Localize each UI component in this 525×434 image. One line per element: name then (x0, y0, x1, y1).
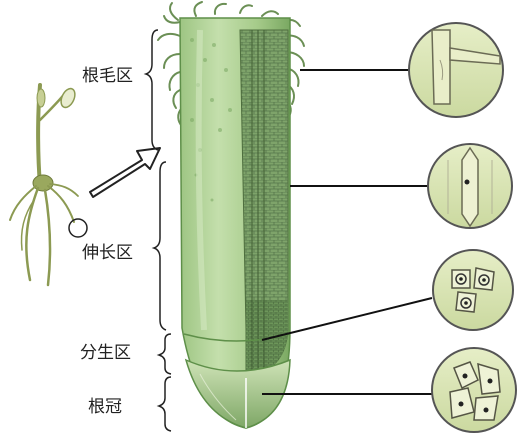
seedling-icon (10, 85, 87, 285)
zone-label-meristem: 分生区 (80, 343, 131, 363)
brace-elongation (154, 162, 166, 330)
zone-braces (146, 30, 171, 431)
zone-label-elongation: 伸长区 (82, 243, 133, 263)
zone-label-root-cap: 根冠 (88, 397, 122, 417)
zoom-arrow-icon (90, 148, 160, 197)
cell-detail-icon (409, 23, 503, 117)
root-tip-illustration (158, 2, 304, 428)
brace-root-cap (159, 377, 171, 431)
zone-label-root-hair: 根毛区 (82, 66, 133, 86)
cell-detail-icon (433, 250, 513, 330)
cell-detail-icon (432, 348, 516, 432)
detail-circle-meristem (433, 250, 513, 330)
brace-meristem (159, 334, 171, 374)
brace-root-hair (146, 30, 158, 150)
cell-detail-icon (428, 144, 512, 228)
detail-circle-root-hair (409, 23, 503, 117)
